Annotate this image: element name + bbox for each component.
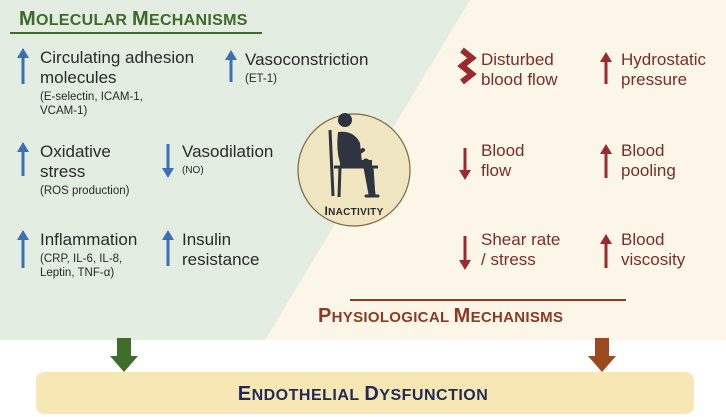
- inactivity-label: INACTIVITY: [300, 204, 408, 218]
- molecular-title: MOLECULAR MECHANISMS: [19, 8, 248, 31]
- viscosity-line2: viscosity: [621, 250, 686, 269]
- inflammation-sub2: Leptin, TNF-α): [40, 267, 115, 279]
- green-down-arrow: [110, 338, 138, 372]
- disturbed-line1: Disturbed: [481, 50, 554, 69]
- vasoconstriction-sub1: (ET-1): [245, 73, 277, 85]
- molecular-title-cap2: M: [132, 8, 149, 30]
- physiological-title-cap1: P: [318, 305, 332, 327]
- endothelial-box: [36, 372, 694, 414]
- adhesion-sub2: VCAM-1): [40, 105, 88, 117]
- oxidative-sub1: (ROS production): [40, 185, 130, 197]
- vasodilation-line1: Vasodilation: [182, 142, 274, 161]
- inactivity-rest: NACTIVITY: [328, 207, 384, 218]
- physiological-title-rest2: ECHANISMS: [470, 309, 564, 326]
- hydrostatic-line1: Hydrostatic: [621, 50, 707, 69]
- bloodflow-line1: Blood: [481, 141, 525, 160]
- hydrostatic-line2: pressure: [621, 70, 688, 89]
- item-oxidative: Oxidative stress (ROS production): [40, 142, 129, 198]
- inactivity-cap: I: [324, 204, 329, 218]
- adhesion-line2: molecules: [40, 68, 117, 87]
- shear-line1: Shear rate: [481, 230, 561, 249]
- molecular-title-rest1: OLECULAR: [35, 12, 132, 29]
- arrow-up-adhesion: [17, 48, 29, 84]
- item-hydrostatic: Hydrostatic pressure: [621, 50, 706, 90]
- arrow-up-vasoconstriction: [225, 50, 237, 82]
- shear-line2: / stress: [481, 250, 536, 269]
- item-shear: Shear rate / stress: [481, 230, 560, 270]
- item-adhesion: Circulating adhesion molecules (E-select…: [40, 48, 194, 118]
- vasodilation-sub1: (NO): [182, 165, 204, 176]
- zigzag-icon-disturbed: [457, 47, 477, 85]
- molecular-title-rest2: ECHANISMS: [148, 12, 248, 29]
- item-bloodflow: Blood flow: [481, 141, 524, 181]
- vasoconstriction-line1: Vasoconstriction: [245, 50, 369, 69]
- arrow-up-pooling: [600, 144, 612, 178]
- endothelial-title-cap1: E: [237, 383, 252, 405]
- inflammation-line1: Inflammation: [40, 230, 138, 249]
- item-pooling: Blood pooling: [621, 141, 676, 181]
- inflammation-sub1: (CRP, IL-6, IL-8,: [40, 253, 123, 265]
- physiological-title-rest1: HYSIOLOGICAL: [331, 309, 454, 326]
- adhesion-sub1: (E-selectin, ICAM-1,: [40, 91, 143, 103]
- inactivity-circle: [297, 113, 411, 227]
- brown-down-arrow: [588, 338, 616, 372]
- endothelial-title-rest1: NDOTHELIAL: [251, 387, 365, 404]
- viscosity-line1: Blood: [621, 230, 665, 249]
- molecular-title-cap1: M: [19, 8, 36, 30]
- arrow-up-hydrostatic: [600, 52, 612, 84]
- pooling-line2: pooling: [621, 161, 676, 180]
- item-insulin: Insulin resistance: [182, 230, 259, 270]
- item-viscosity: Blood viscosity: [621, 230, 685, 270]
- physiological-title-cap2: M: [453, 305, 471, 327]
- arrow-up-insulin: [162, 230, 174, 266]
- arrow-down-shear: [459, 236, 471, 270]
- molecular-panel: [0, 0, 470, 340]
- item-disturbed: Disturbed blood flow: [481, 50, 558, 90]
- endothelial-title-rest2: YSFUNCTION: [379, 387, 489, 404]
- adhesion-line1: Circulating adhesion: [40, 48, 195, 67]
- oxidative-line1: Oxidative: [40, 142, 111, 161]
- arrow-up-inflammation: [17, 230, 29, 268]
- endothelial-dysfunction-title: ENDOTHELIAL DYSFUNCTION: [0, 383, 726, 406]
- sitting-person-icon: [328, 113, 380, 198]
- item-vasoconstriction: Vasoconstriction (ET-1): [245, 50, 368, 86]
- insulin-line2: resistance: [182, 250, 260, 269]
- disturbed-line2: blood flow: [481, 70, 558, 89]
- endothelial-title-cap2: D: [364, 383, 380, 405]
- pooling-line1: Blood: [621, 141, 665, 160]
- item-vasodilation: Vasodilation (NO): [182, 142, 273, 178]
- arrow-up-viscosity: [600, 234, 612, 268]
- insulin-line1: Insulin: [182, 230, 232, 249]
- item-inflammation: Inflammation (CRP, IL-6, IL-8, Leptin, T…: [40, 230, 137, 280]
- physiological-title: PHYSIOLOGICAL MECHANISMS: [318, 305, 563, 328]
- oxidative-line2: stress: [40, 162, 86, 181]
- bloodflow-line2: flow: [481, 161, 512, 180]
- arrow-down-vasodilation: [162, 144, 174, 178]
- arrow-up-oxidative: [17, 142, 29, 176]
- arrow-down-bloodflow: [459, 148, 471, 180]
